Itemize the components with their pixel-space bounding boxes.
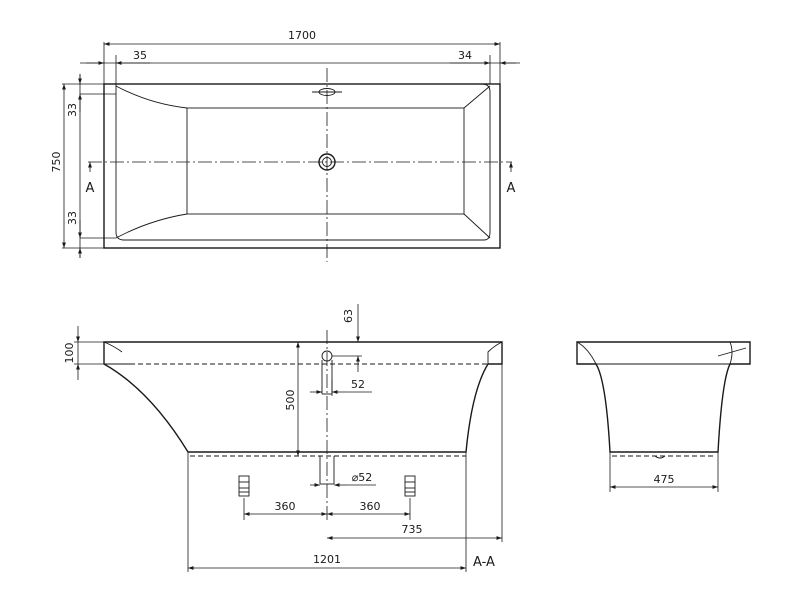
section-mark-left: A	[86, 181, 95, 196]
dim-rim-left: 35	[133, 49, 147, 62]
foot-left-icon	[238, 475, 250, 497]
dim-rim-right: 34	[458, 49, 472, 62]
dim-depth: 500	[284, 390, 297, 411]
section-view-outline	[103, 341, 503, 453]
top-view-outline	[103, 83, 501, 249]
dim-rim-top: 33	[66, 103, 79, 117]
end-view: 475	[576, 341, 751, 492]
dim-drain-to-end: 735	[402, 523, 423, 536]
dim-overflow-diameter: 52	[351, 378, 365, 391]
section-label: A-A	[473, 555, 495, 570]
dim-overall-length: 1700	[288, 29, 316, 42]
top-view-floor	[186, 107, 465, 215]
end-view-outline	[576, 341, 751, 453]
dim-overflow-offset: 63	[342, 309, 355, 323]
dim-rim-bottom: 33	[66, 211, 79, 225]
dim-drain-diameter: ⌀52	[352, 471, 373, 484]
dim-overall-width: 750	[50, 152, 63, 173]
dim-rim-height: 100	[63, 343, 76, 364]
drain-outer-icon	[318, 153, 336, 171]
top-view-bowl-rim	[115, 83, 491, 241]
section-mark-right: A	[507, 181, 516, 196]
dim-foot-left-offset: 360	[275, 500, 296, 513]
drain-inner-icon	[322, 157, 332, 167]
top-view: 1700 35 34 750 33 33 A A	[50, 29, 520, 262]
section-view: 100 63 52 500 ⌀52 360 360 735	[63, 304, 503, 572]
dim-bottom-length: 1201	[313, 553, 341, 566]
foot-right-icon	[404, 475, 416, 497]
dim-bottom-width: 475	[654, 473, 675, 486]
dim-foot-right-offset: 360	[360, 500, 381, 513]
